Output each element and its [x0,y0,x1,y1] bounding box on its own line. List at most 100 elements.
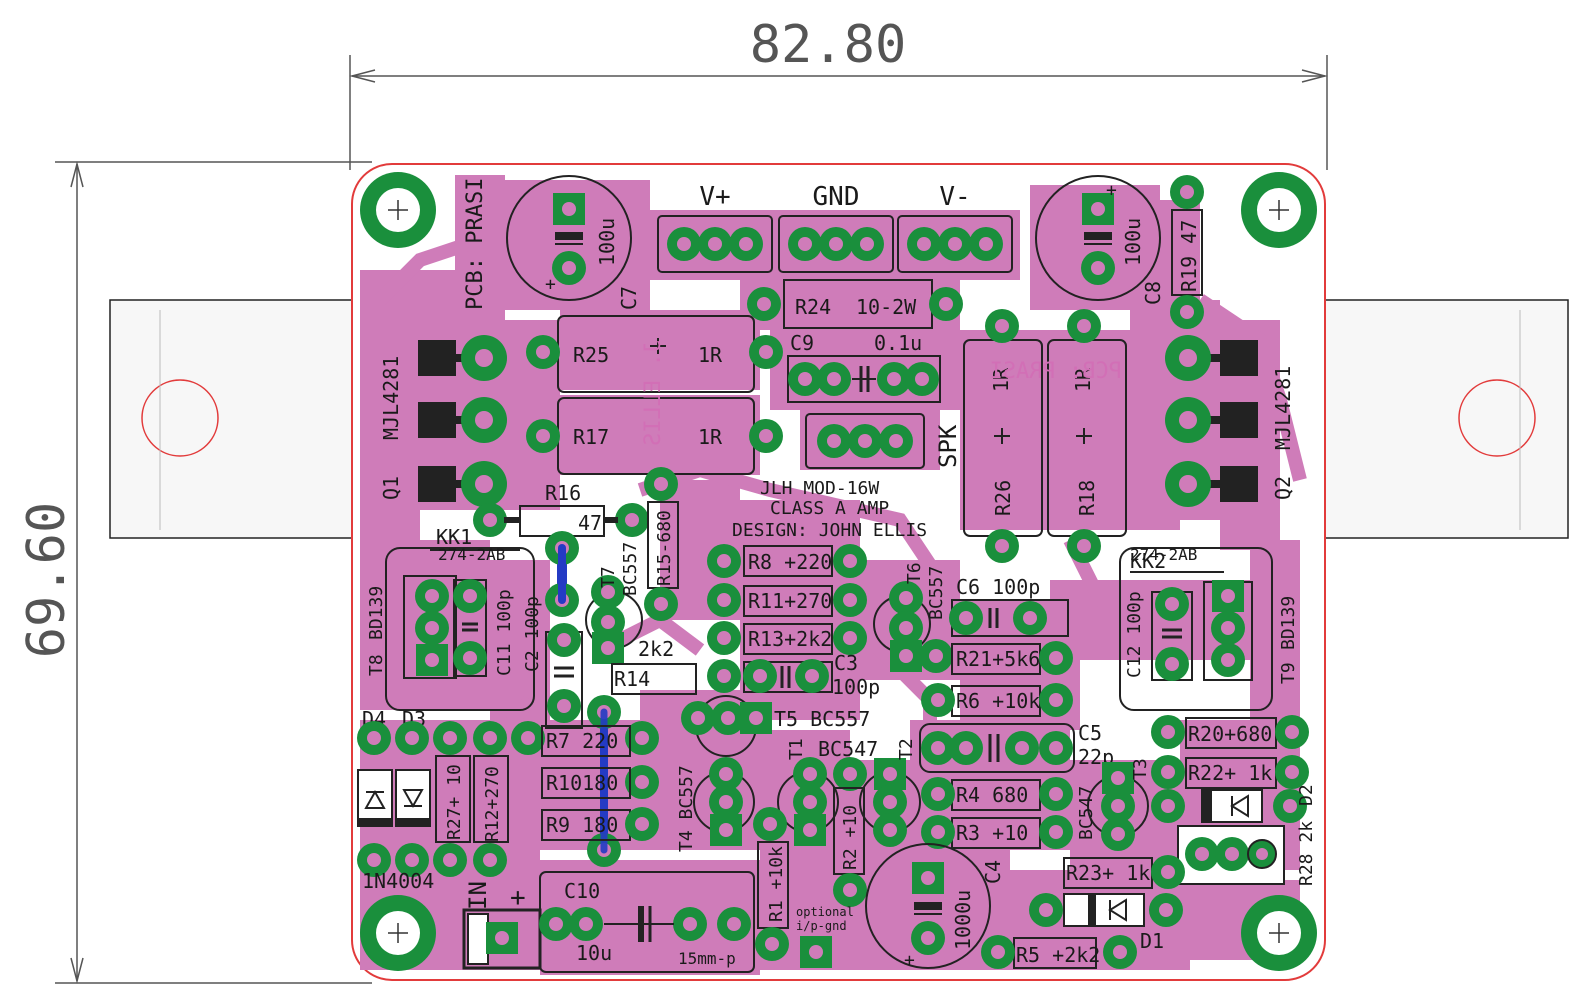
resistor-r7 [541,725,631,757]
resistor-r9 [541,807,659,841]
mounting-hole [359,171,437,249]
optional-label: optional [796,905,854,919]
r24-label: R24 [795,295,831,319]
dimension-width-label: 82.80 [750,15,907,75]
resistor-r1 [755,841,789,961]
resistor-r4 [921,777,1073,811]
c7-value: 100u [595,218,619,266]
c9-label: C9 [790,331,814,355]
r3-label: R3 +10 [956,821,1028,845]
r20-label: R20+680 [1188,722,1272,746]
t3-label: T3 [1130,758,1151,780]
dimension-height [55,161,372,984]
transistor-q1 [418,335,507,507]
svg-text:+: + [545,274,556,295]
capacitor-c12 [1151,587,1193,681]
c9-value: 0.1u [874,331,922,355]
connector-spk [805,413,925,469]
resistor-r12 [473,721,509,877]
t9-part: BD139 [1278,596,1299,650]
c3-value: 100p [832,675,880,699]
r6-label: R6 +10k [956,689,1040,713]
capacitor-c8: + [1035,175,1161,301]
connector-gnd-label: GND [813,182,860,212]
diode-part-label: 1N4004 [362,869,434,893]
mounting-hole [1240,894,1318,972]
r2-label: R2 +10 [840,805,861,870]
r4-label: R4 680 [956,783,1028,807]
board-title-line1: JLH MOD-16W [760,478,879,499]
pcb-mirror-label: PCB: PRASI [990,359,1122,384]
c11-label: C11 100p [494,589,515,676]
resistor-r28 [1177,825,1285,885]
transistor-q2 [1165,335,1258,507]
q2-part: MJL4281 [1271,366,1295,450]
resistor-r25 [526,315,783,393]
kk2-label: KK2 [1130,549,1166,573]
r23-label: R23+ 1k [1066,861,1150,885]
c10-pitch: 15mm-p [678,949,736,968]
r10-label: R10180 [546,771,618,795]
capacitor-c7: + [506,175,632,301]
c12-label: C12 100p [1124,591,1145,678]
r14-label: R14 [614,667,650,691]
heatsink-kk2 [1119,547,1273,711]
r18-label: R18 [1075,480,1099,516]
resistor-r21 [951,641,1073,675]
t4-label: T4 BC557 [676,765,697,852]
r16-value: 47 [578,511,602,535]
capacitor-c10 [539,871,755,973]
c7-label: C7 [617,286,641,310]
d2-label: D2 [1296,784,1317,806]
diode-d1 [1029,893,1183,927]
capacitor-c3 [707,659,833,693]
diode-d3 [395,721,431,877]
r7-label: R7 220 [546,729,618,753]
wire-jumper [545,531,579,617]
r13-label: R13+2k2 [748,627,832,651]
connector-vminus-label: V- [939,182,970,212]
t6-part: BC557 [926,566,947,620]
transistor-t1 [753,757,867,846]
resistor-r15 [644,467,679,621]
r15-label: R15-680 [654,510,675,586]
t2-label: T2 [896,738,917,760]
r21-label: R21+5k6 [956,647,1040,671]
resistor-r22 [1151,755,1309,789]
t5-label: T5 BC557 [774,707,870,731]
wire-jumper [587,695,621,867]
r18-value: 1R [1071,367,1095,392]
r11-label: R11+270 [748,589,832,613]
transistor-t9 [1203,580,1253,681]
r25-value: 1R [698,343,723,367]
c10-value: 10u [576,941,612,965]
input-connector-label: IN [464,881,492,910]
r17-label: R17 [573,425,609,449]
connector-vplus [657,215,773,273]
c8-label: C8 [1141,281,1165,305]
kk2-type: 274-2AB [1130,545,1197,564]
mounting-hole [359,894,437,972]
resistor-r2 [833,787,867,907]
resistor-r27 [433,721,471,877]
t3-part: BC547 [1076,786,1097,840]
c4-value: 1000u [951,890,975,950]
r14-value: 2k2 [638,637,674,661]
resistor-r24 [747,279,963,329]
diode-d4 [357,721,393,877]
resistor-r5 [981,935,1137,969]
mounting-hole [1240,171,1318,249]
r8-label: R8 +220 [748,550,832,574]
capacitor-c4: + [865,843,991,971]
resistor-r19 [1170,175,1204,329]
c6-label: C6 100p [956,575,1040,599]
optional-label: i/p-gnd [796,919,847,933]
input-plus-label: + [510,883,526,913]
r27-label: R27+ 10 [444,764,465,840]
r1-label: R1 +10k [766,846,787,922]
c8-value: 100u [1121,218,1145,266]
optional-gnd-pad [800,936,832,968]
t7-label: T7 [598,566,619,588]
pcb-credit-label: PCB: PRASI [463,178,488,310]
